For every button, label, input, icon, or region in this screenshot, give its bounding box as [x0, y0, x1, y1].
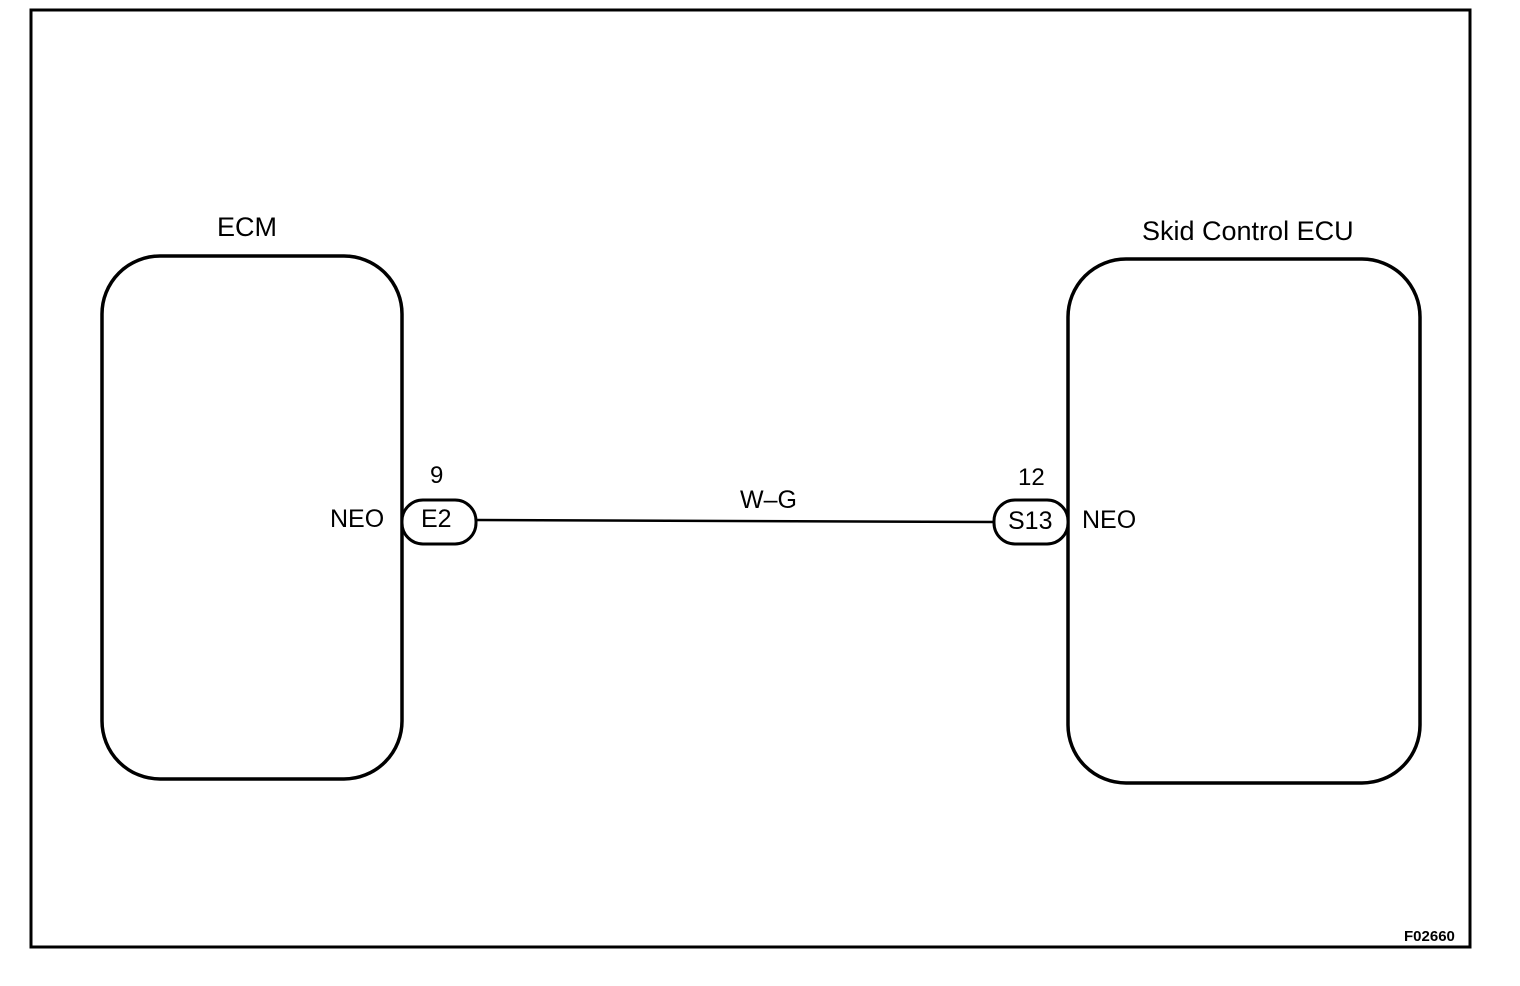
skid-ecu-title: Skid Control ECU — [1142, 216, 1354, 246]
diagram-frame — [29, 8, 1472, 949]
ecm-connector — [400, 498, 478, 546]
skid-ecu-pin-number: 12 — [1018, 464, 1045, 491]
figure-code: F02660 — [1404, 928, 1455, 945]
ecm-title: ECM — [217, 212, 277, 242]
ecm-block: ECM NEO 9 E2 — [100, 212, 478, 781]
wire-color-label: W–G — [740, 486, 797, 514]
ecm-pin-number: 9 — [430, 462, 443, 489]
skid-ecu-connector-label: S13 — [1008, 507, 1052, 535]
skid-ecu-terminal-label: NEO — [1082, 506, 1136, 534]
wire-line — [475, 518, 997, 524]
ecm-terminal-label: NEO — [330, 505, 384, 533]
ecm-connector-label: E2 — [421, 505, 452, 533]
skid-ecu-connector — [992, 498, 1070, 546]
skid-ecu-block: Skid Control ECU 12 S13 NEO — [992, 216, 1422, 785]
